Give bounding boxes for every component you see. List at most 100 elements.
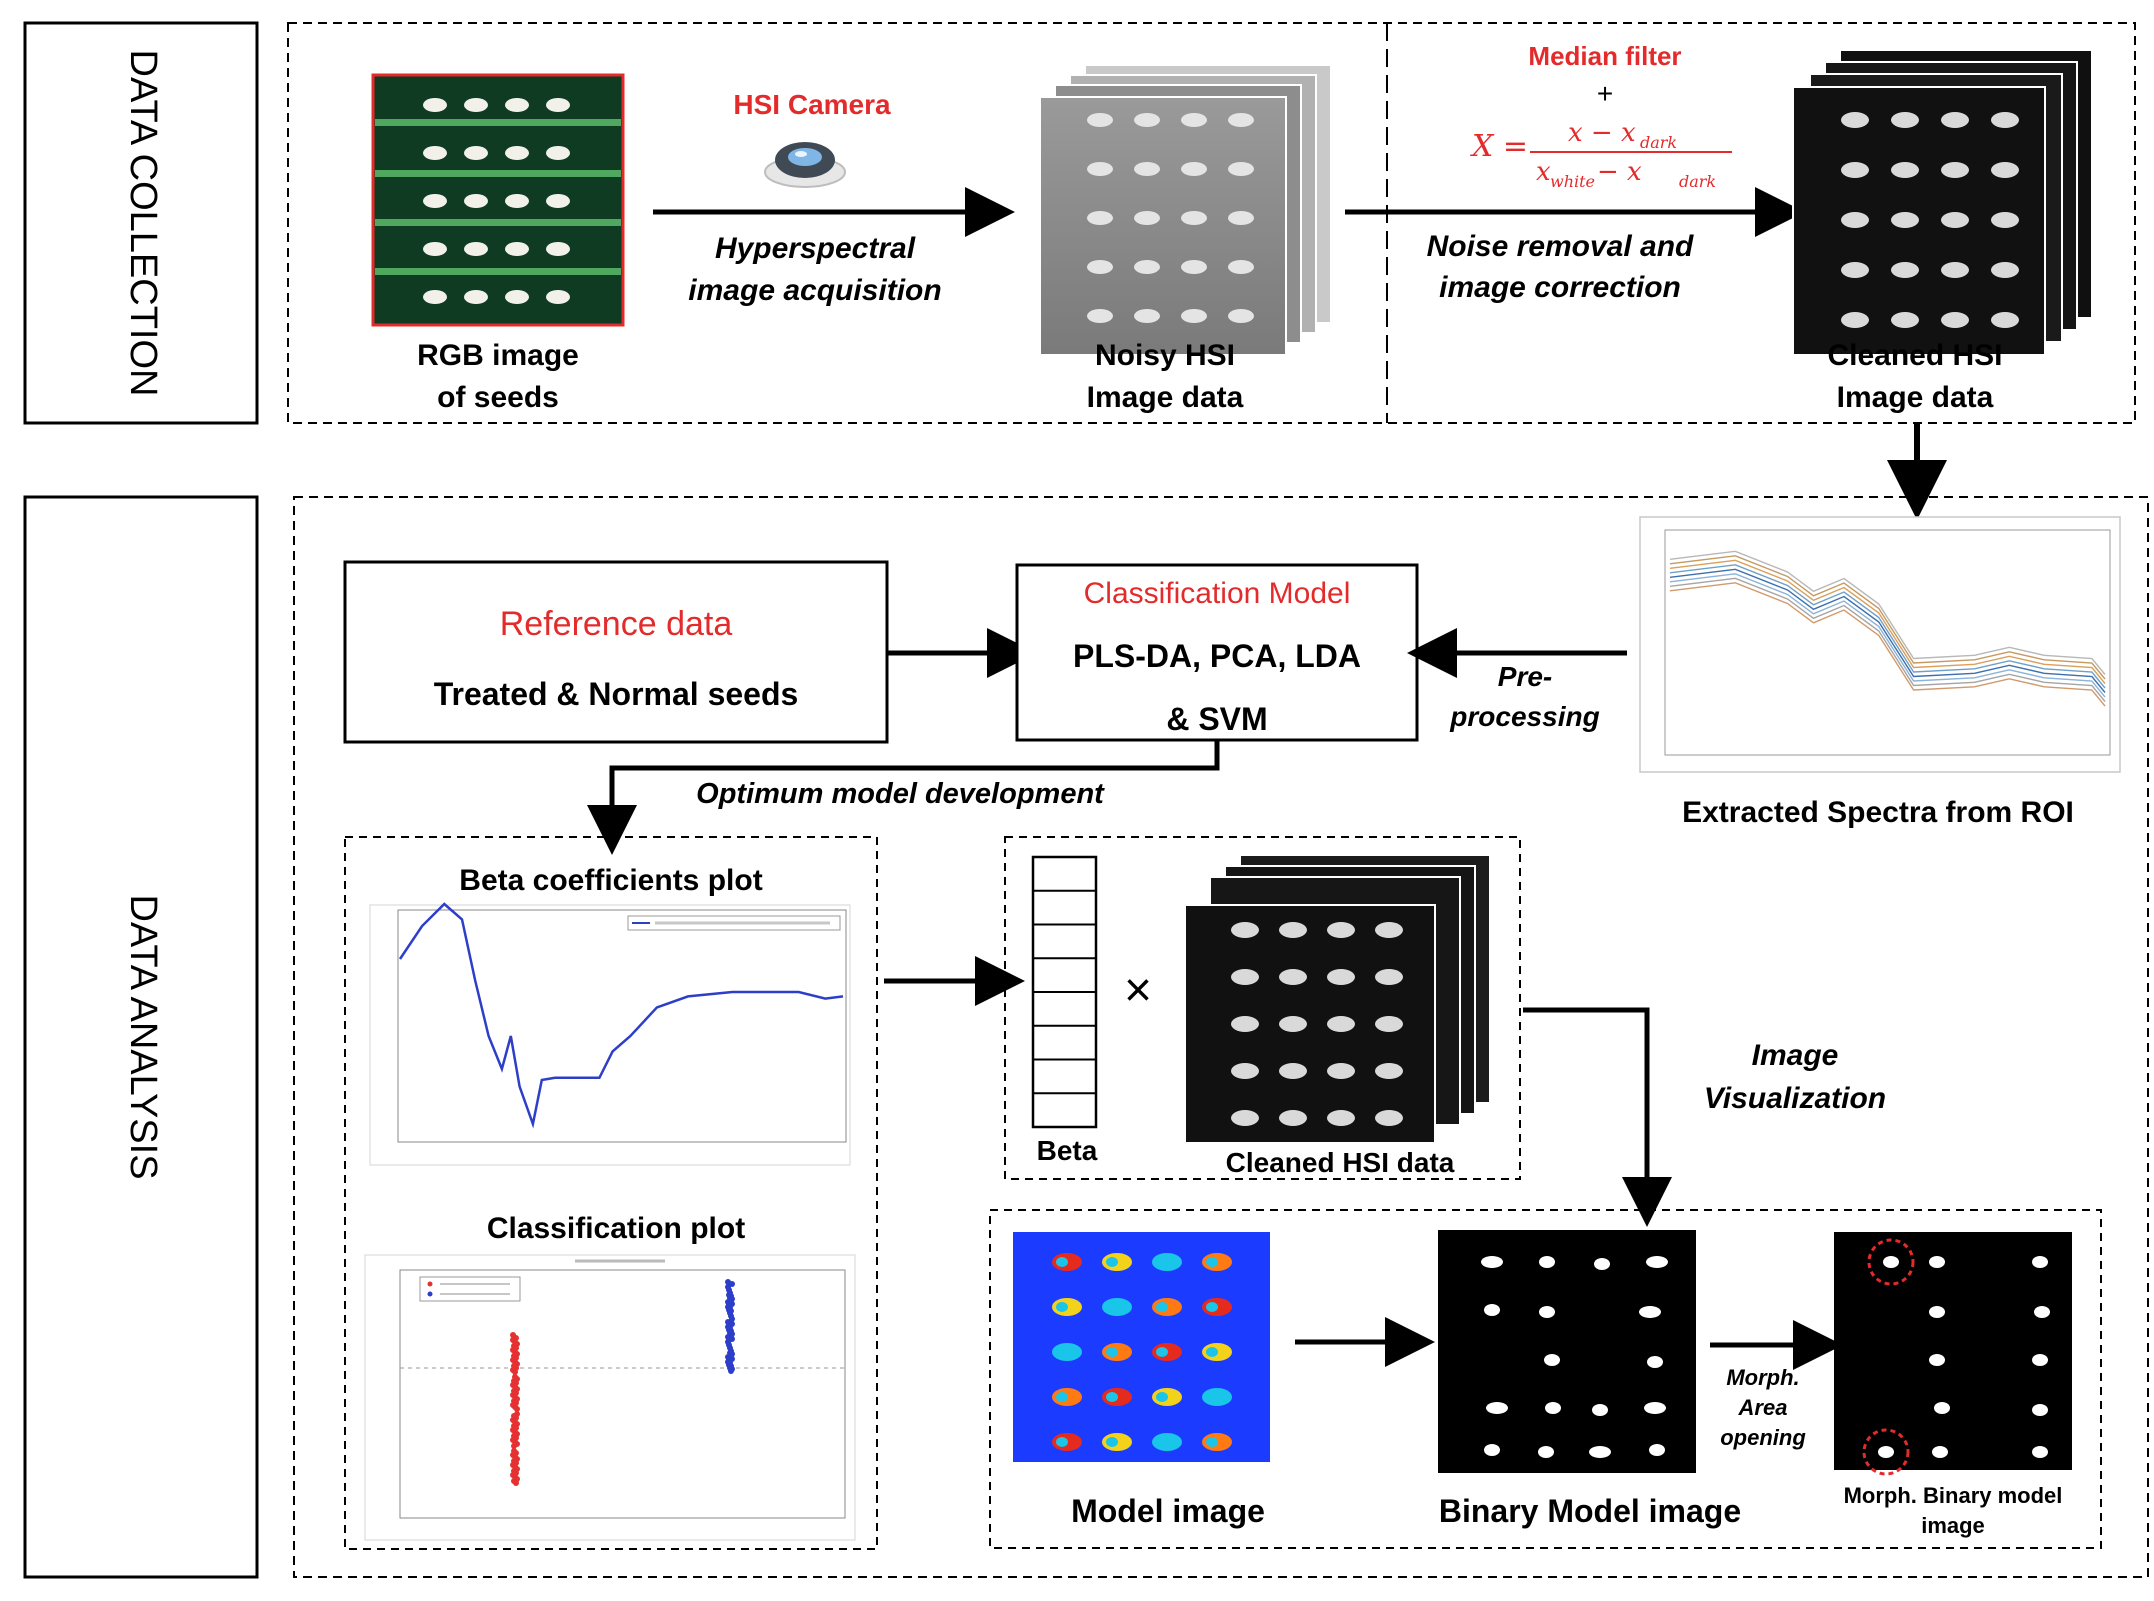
model-methods: PLS-DA, PCA, LDA bbox=[1073, 638, 1361, 674]
seed bbox=[1941, 262, 1969, 278]
seed bbox=[1056, 1302, 1068, 1312]
seed bbox=[1891, 112, 1919, 128]
seed bbox=[1841, 262, 1869, 278]
seed bbox=[1181, 309, 1207, 323]
seed bbox=[546, 290, 570, 304]
preprocessing-text-2: processing bbox=[1449, 701, 1599, 732]
seed bbox=[1087, 162, 1113, 176]
seed bbox=[1327, 969, 1355, 985]
seed bbox=[1231, 1110, 1259, 1126]
reference-data-box bbox=[343, 560, 889, 744]
seed bbox=[1929, 1306, 1945, 1318]
class-point bbox=[727, 1350, 733, 1356]
seed bbox=[1231, 1063, 1259, 1079]
seed bbox=[1991, 162, 2019, 178]
morph-binary-image bbox=[1834, 1232, 2072, 1476]
noise-removal-text-2: image correction bbox=[1439, 271, 1681, 304]
noise-removal-text: Noise removal and bbox=[1427, 230, 1694, 263]
seed bbox=[1539, 1256, 1555, 1268]
seed bbox=[1156, 1347, 1168, 1357]
seed bbox=[1228, 113, 1254, 127]
seed bbox=[1991, 212, 2019, 228]
seed bbox=[1228, 211, 1254, 225]
seed bbox=[1206, 1392, 1218, 1402]
results-box bbox=[989, 1209, 2102, 1549]
section-label-analysis: DATA ANALYSIS bbox=[23, 495, 259, 1579]
beta-product-box bbox=[1004, 836, 1521, 1180]
seed bbox=[1891, 162, 1919, 178]
reference-title: Reference data bbox=[500, 605, 733, 643]
seed bbox=[1279, 1016, 1307, 1032]
seed bbox=[1106, 1392, 1118, 1402]
rgb-seed-image bbox=[371, 73, 625, 327]
acquisition-text-2: image acquisition bbox=[688, 274, 941, 307]
median-filter-label: Median filter bbox=[1528, 41, 1681, 71]
seed bbox=[1484, 1304, 1500, 1316]
seed bbox=[1841, 312, 1869, 328]
seed bbox=[546, 98, 570, 112]
cleaned-hsi-label: Cleaned HSI data bbox=[1226, 1147, 1455, 1178]
seed bbox=[505, 290, 529, 304]
classification-plot-title: Classification plot bbox=[487, 1212, 745, 1245]
seed bbox=[2032, 1404, 2048, 1416]
seed bbox=[2034, 1306, 2050, 1318]
seed bbox=[1206, 1257, 1218, 1267]
seed bbox=[546, 242, 570, 256]
morph-caption-2: image bbox=[1921, 1513, 1985, 1538]
beta-vector bbox=[1031, 855, 1098, 1129]
seed bbox=[1327, 1063, 1355, 1079]
binary-image-caption: Binary Model image bbox=[1439, 1493, 1741, 1529]
seed bbox=[1156, 1392, 1168, 1402]
class-point bbox=[514, 1411, 520, 1417]
highlight-circle bbox=[1867, 1238, 1915, 1286]
spectrum-line bbox=[1669, 577, 2106, 702]
seed bbox=[1544, 1354, 1560, 1366]
seed bbox=[2032, 1446, 2048, 1458]
analysis-panel bbox=[293, 496, 2149, 1578]
data-analysis-label: DATA ANALYSIS bbox=[122, 894, 164, 1179]
noisy-hsi-stack bbox=[1039, 64, 1332, 356]
seed bbox=[1941, 212, 1969, 228]
seed bbox=[1592, 1404, 1608, 1416]
optimum-model-arrow bbox=[587, 740, 1220, 855]
seed bbox=[1929, 1354, 1945, 1366]
beta-plot-title: Beta coefficients plot bbox=[459, 864, 762, 897]
multiply-sign: × bbox=[1124, 964, 1152, 1017]
seed bbox=[1991, 262, 2019, 278]
seed bbox=[1545, 1402, 1561, 1414]
seed bbox=[1891, 312, 1919, 328]
seed bbox=[423, 242, 447, 256]
noisy-caption-2: Image data bbox=[1087, 381, 1244, 414]
seed bbox=[1929, 1256, 1945, 1268]
morph-op-text-2: Area bbox=[1738, 1395, 1788, 1420]
seed bbox=[1538, 1446, 1554, 1458]
seed bbox=[1375, 969, 1403, 985]
binary-model-image bbox=[1438, 1230, 1696, 1473]
visualization-text: Image bbox=[1752, 1039, 1839, 1072]
seed bbox=[1375, 1016, 1403, 1032]
class-point bbox=[729, 1281, 735, 1287]
seed bbox=[1181, 113, 1207, 127]
seed bbox=[1231, 1016, 1259, 1032]
seed bbox=[1087, 309, 1113, 323]
seed bbox=[1941, 112, 1969, 128]
model-image bbox=[1013, 1232, 1270, 1462]
noisy-caption: Noisy HSI bbox=[1095, 339, 1235, 372]
reference-body: Treated & Normal seeds bbox=[434, 676, 799, 712]
seed bbox=[464, 290, 488, 304]
seed bbox=[1649, 1444, 1665, 1456]
seed bbox=[1206, 1302, 1218, 1312]
visualization-arrow bbox=[1523, 1007, 1672, 1227]
seed bbox=[1134, 211, 1160, 225]
collection-panel bbox=[287, 22, 2136, 424]
seed bbox=[1841, 212, 1869, 228]
seed bbox=[1991, 312, 2019, 328]
seed bbox=[1228, 309, 1254, 323]
seed bbox=[1087, 113, 1113, 127]
cleaned-caption-2: Image data bbox=[1837, 381, 1994, 414]
seed bbox=[464, 98, 488, 112]
seed bbox=[1181, 162, 1207, 176]
seed bbox=[1087, 211, 1113, 225]
morph-caption: Morph. Binary model bbox=[1844, 1483, 2063, 1508]
seed bbox=[1228, 260, 1254, 274]
